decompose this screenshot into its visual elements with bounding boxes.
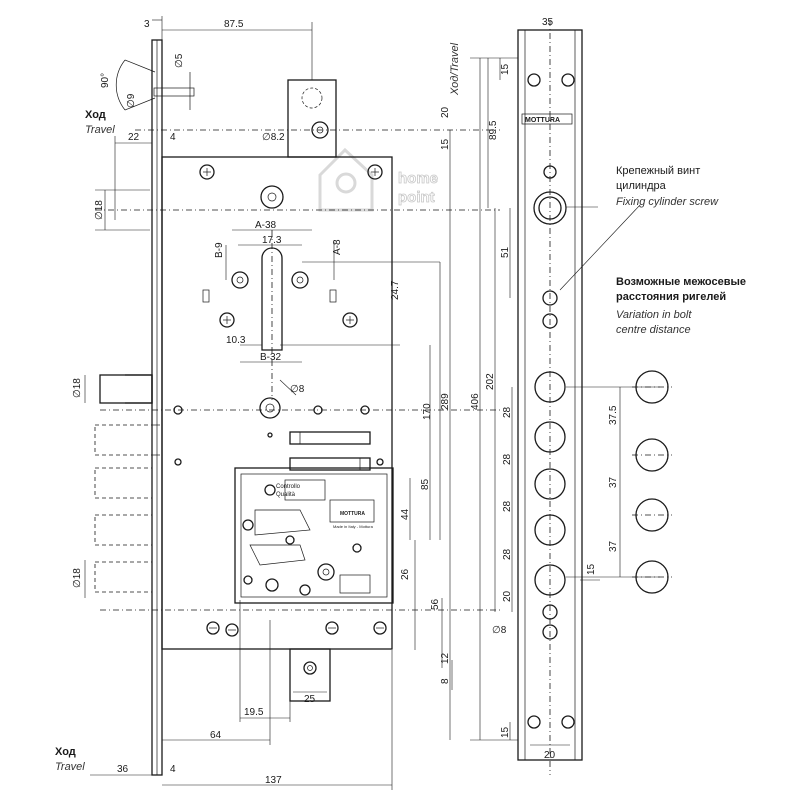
strike-plate [517,20,583,775]
dim-v-15: 15 [440,138,451,150]
dim-bot-36: 36 [117,764,129,775]
variation-ru-2: расстояния ригелей [616,291,726,303]
dim-var-15: 15 [586,563,597,575]
variation-en-2: centre distance [616,324,691,336]
dim-plate-406: 406 [470,393,481,410]
dim-v-85: 85 [420,478,431,490]
watermark-logo [318,147,374,212]
dim-v-12: 12 [440,652,451,664]
dim-plate-15-bot: 15 [500,726,511,738]
dimension-lines-left [84,16,453,790]
dim-plate-89-5: 89.5 [488,120,499,140]
dim-var-37-a: 37 [608,476,619,488]
spindle-area [173,397,384,471]
bolt-cylinders-left [94,374,160,593]
variation-en-1: Variation in bolt [616,309,692,321]
dim-a-8: A-8 [332,239,343,255]
dim-b-9: B-9 [214,242,225,258]
travel-en-top: Travel [85,124,115,136]
dim-v-44: 44 [400,508,411,520]
dim-bot-4: 4 [170,764,176,775]
dim-dia-18-bolt: ∅18 [72,378,83,398]
dim-plate-28-c: 28 [502,500,513,512]
fixing-screw-ru-2: цилиндра [616,180,667,192]
dim-var-37-b: 37 [608,540,619,552]
strike-plate-brand: MOTTURA [525,117,560,124]
dim-10-3: 10.3 [226,335,246,346]
dim-plate-20: 20 [502,590,513,602]
dim-plate-dia-8: ∅8 [492,625,507,636]
dim-v-8: 8 [440,678,451,684]
dim-plate-28-d: 28 [502,548,513,560]
travel-ru-bottom: Ход [55,746,76,758]
dim-plate-202: 202 [485,373,496,390]
dim-24-7: 24.7 [390,280,401,300]
dim-h-64: 64 [210,730,222,741]
dim-plate-28-b: 28 [502,453,513,465]
dim-dia-8-mid: ∅8 [290,384,305,395]
travel-vertical: Ход/Travel [449,42,461,96]
dim-bot-137: 137 [265,775,282,786]
dim-v-20: 20 [440,106,451,118]
dim-plate-35: 35 [542,17,554,28]
dim-plate-51: 51 [500,246,511,258]
lock-body [161,79,393,702]
dim-plate-15-top: 15 [500,63,511,75]
dim-17-3: 17.3 [262,235,282,246]
stamp-made-in-italy: Made in Italy - Mottura [333,524,374,529]
dim-v-170: 170 [422,403,433,420]
dim-h-25: 25 [304,694,316,705]
travel-ru-top: Ход [85,109,106,121]
dim-plate-28-a: 28 [502,406,513,418]
cylinder-cutout [199,164,383,400]
variation-ru-1: Возможные межосевые [616,276,746,288]
dimension-lines-right [470,29,660,746]
inner-mechanism [234,467,394,604]
dim-v-56: 56 [430,598,441,610]
dim-b-32: B-32 [260,352,282,363]
latch-at-top [115,59,195,111]
dim-v-289: 289 [440,393,451,410]
body-screws-bottom [206,621,387,637]
dim-plate-20-bot: 20 [544,750,556,761]
dim-v-26: 26 [400,568,411,580]
dim-travel-22: 22 [128,132,140,143]
dim-top-87-5: 87.5 [224,19,244,30]
dim-dia-8-2: ∅8.2 [262,132,285,143]
dim-dia-18-top: ∅18 [94,200,105,220]
bolt-variation-circles [632,370,672,594]
mechanism-brand: MOTTURA [340,511,365,517]
lock-faceplate [151,39,163,776]
fixing-screw-ru-1: Крепежный винт [616,165,700,177]
dim-dia-9: ∅9 [126,93,137,108]
dim-var-37-5: 37.5 [608,405,619,425]
dim-top-3: 3 [144,19,150,30]
dim-dia-5: ∅5 [174,53,185,68]
travel-en-bottom: Travel [55,761,85,773]
fixing-screw-en: Fixing cylinder screw [616,196,719,208]
watermark-home: home [398,170,438,187]
dim-angle-90: 90° [100,73,111,88]
dim-travel-4: 4 [170,132,176,143]
watermark-point: point [398,189,435,206]
dim-a-38: A-38 [255,220,277,231]
dimension-values: 3 87.5 90° ∅5 ∅9 22 4 ∅8.2 20 15 ∅18 A-3… [72,17,619,786]
dim-h-19-5: 19.5 [244,707,264,718]
dim-dia-18-low: ∅18 [72,568,83,588]
stamp-qualita: Qualità [276,492,296,498]
stamp-controllo: Controllo [276,484,301,490]
